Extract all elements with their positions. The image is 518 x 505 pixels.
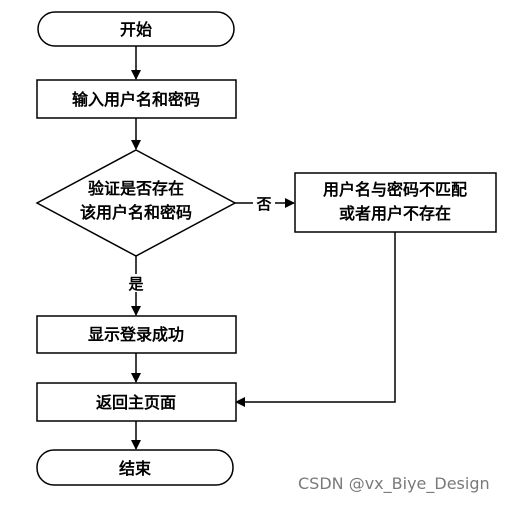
watermark: CSDN @vx_Biye_Design [298, 474, 490, 493]
decision-label-line1: 验证是否存在 [88, 179, 184, 198]
edge-label-no: 否 [255, 195, 271, 213]
error-label-line2: 或者用户不存在 [339, 204, 451, 223]
return-home-label: 返回主页面 [96, 393, 176, 412]
decision-label-line2: 该用户名和密码 [80, 203, 192, 222]
decision-node: 验证是否存在 该用户名和密码 [35, 149, 237, 257]
edge-label-yes: 是 [127, 275, 144, 293]
input-label: 输入用户名和密码 [72, 90, 200, 109]
error-node: 用户名与密码不匹配 或者用户不存在 [294, 172, 497, 233]
start-node: 开始 [37, 11, 235, 47]
input-node: 输入用户名和密码 [36, 79, 237, 119]
return-home-node: 返回主页面 [36, 382, 237, 422]
edge-error-to-return [235, 232, 396, 407]
error-label-line1: 用户名与密码不匹配 [323, 180, 467, 199]
end-node: 结束 [36, 449, 234, 486]
end-label: 结束 [118, 459, 152, 478]
success-label: 显示登录成功 [88, 325, 184, 344]
success-node: 显示登录成功 [36, 315, 237, 354]
start-label: 开始 [120, 20, 152, 39]
